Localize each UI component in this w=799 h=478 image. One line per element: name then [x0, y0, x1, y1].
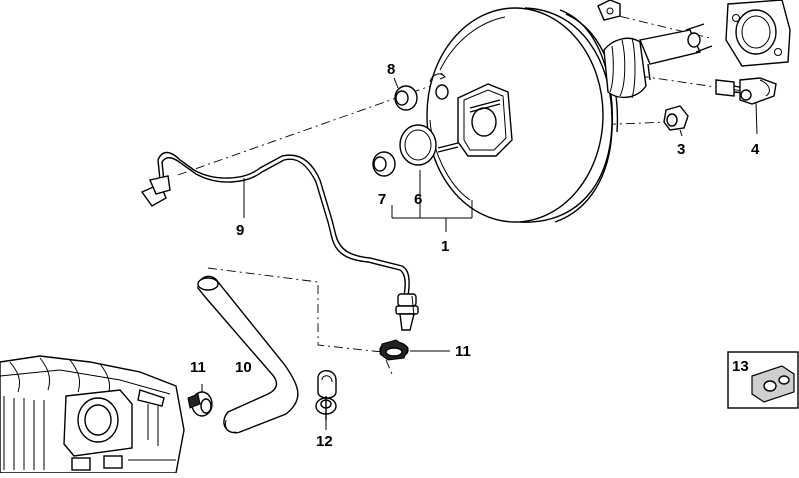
brake-booster [426, 0, 713, 223]
callout-10: 10 [235, 359, 252, 376]
callout-9: 9 [236, 222, 244, 239]
callout-11-upper: 11 [455, 343, 471, 360]
callout-12: 12 [316, 433, 333, 450]
callout-11-lower: 11 [190, 359, 206, 376]
hose-clamp-11-lower [187, 384, 213, 417]
callout-3: 3 [677, 141, 685, 158]
bolt-and-clip [715, 77, 777, 135]
callout-7: 7 [378, 191, 386, 208]
assembly-center-lines [177, 11, 751, 375]
nut-3 [663, 105, 689, 137]
vacuum-line-9 [140, 151, 419, 331]
repair-kit-box [727, 351, 799, 409]
vacuum-hose-10 [197, 275, 299, 434]
grommet-8 [393, 77, 418, 111]
callout-1: 1 [441, 238, 449, 255]
o-ring-6 [399, 124, 437, 166]
callout-4: 4 [751, 141, 760, 158]
callout-13: 13 [732, 358, 749, 375]
mounting-gasket [725, 0, 791, 67]
leader-lines [243, 170, 473, 430]
holder-clip-12 [315, 370, 337, 420]
hose-clamp-11-upper [379, 339, 409, 361]
intake-manifold [0, 355, 185, 474]
callout-8: 8 [387, 61, 395, 78]
callout-labels: 1 3 4 6 7 8 9 10 11 11 12 13 [190, 61, 760, 450]
grommet-7 [372, 151, 396, 177]
callout-6: 6 [414, 191, 422, 208]
